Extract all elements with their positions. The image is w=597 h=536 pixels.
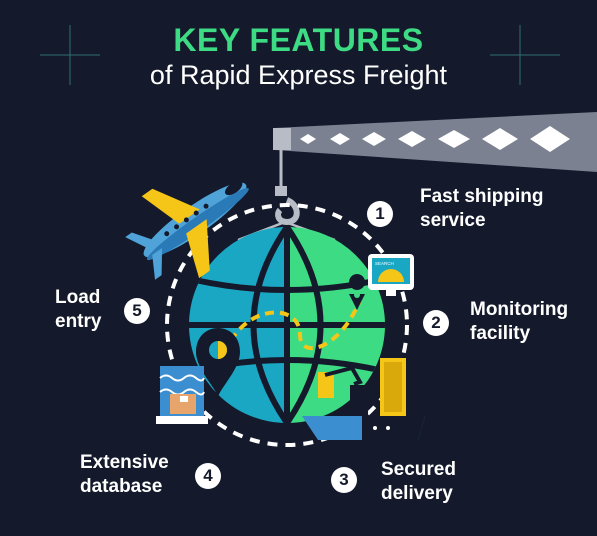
- feature-number-3: 3: [331, 467, 357, 493]
- monitor-icon: SEARCH: [368, 254, 414, 296]
- feature-number-2: 2: [423, 310, 449, 336]
- monitor-screen-text: SEARCH: [375, 261, 394, 266]
- feature-number-4: 4: [195, 463, 221, 489]
- crane-hook-icon: [237, 150, 336, 242]
- page-subtitle: of Rapid Express Freight: [149, 60, 448, 90]
- decorative-lines: [40, 25, 560, 85]
- cargo-ship-icon: [302, 358, 425, 440]
- feature-number-5: 5: [124, 298, 150, 324]
- small-location-pin-icon: [349, 274, 366, 310]
- database-box-icon: [156, 366, 208, 424]
- crane-arm-icon: [273, 112, 597, 172]
- airplane-icon: [125, 180, 249, 280]
- dashed-ring: [165, 203, 409, 447]
- feature-number-1: 1: [367, 201, 393, 227]
- location-pin-icon: [196, 328, 240, 398]
- page-title: KEY FEATURES: [173, 22, 424, 58]
